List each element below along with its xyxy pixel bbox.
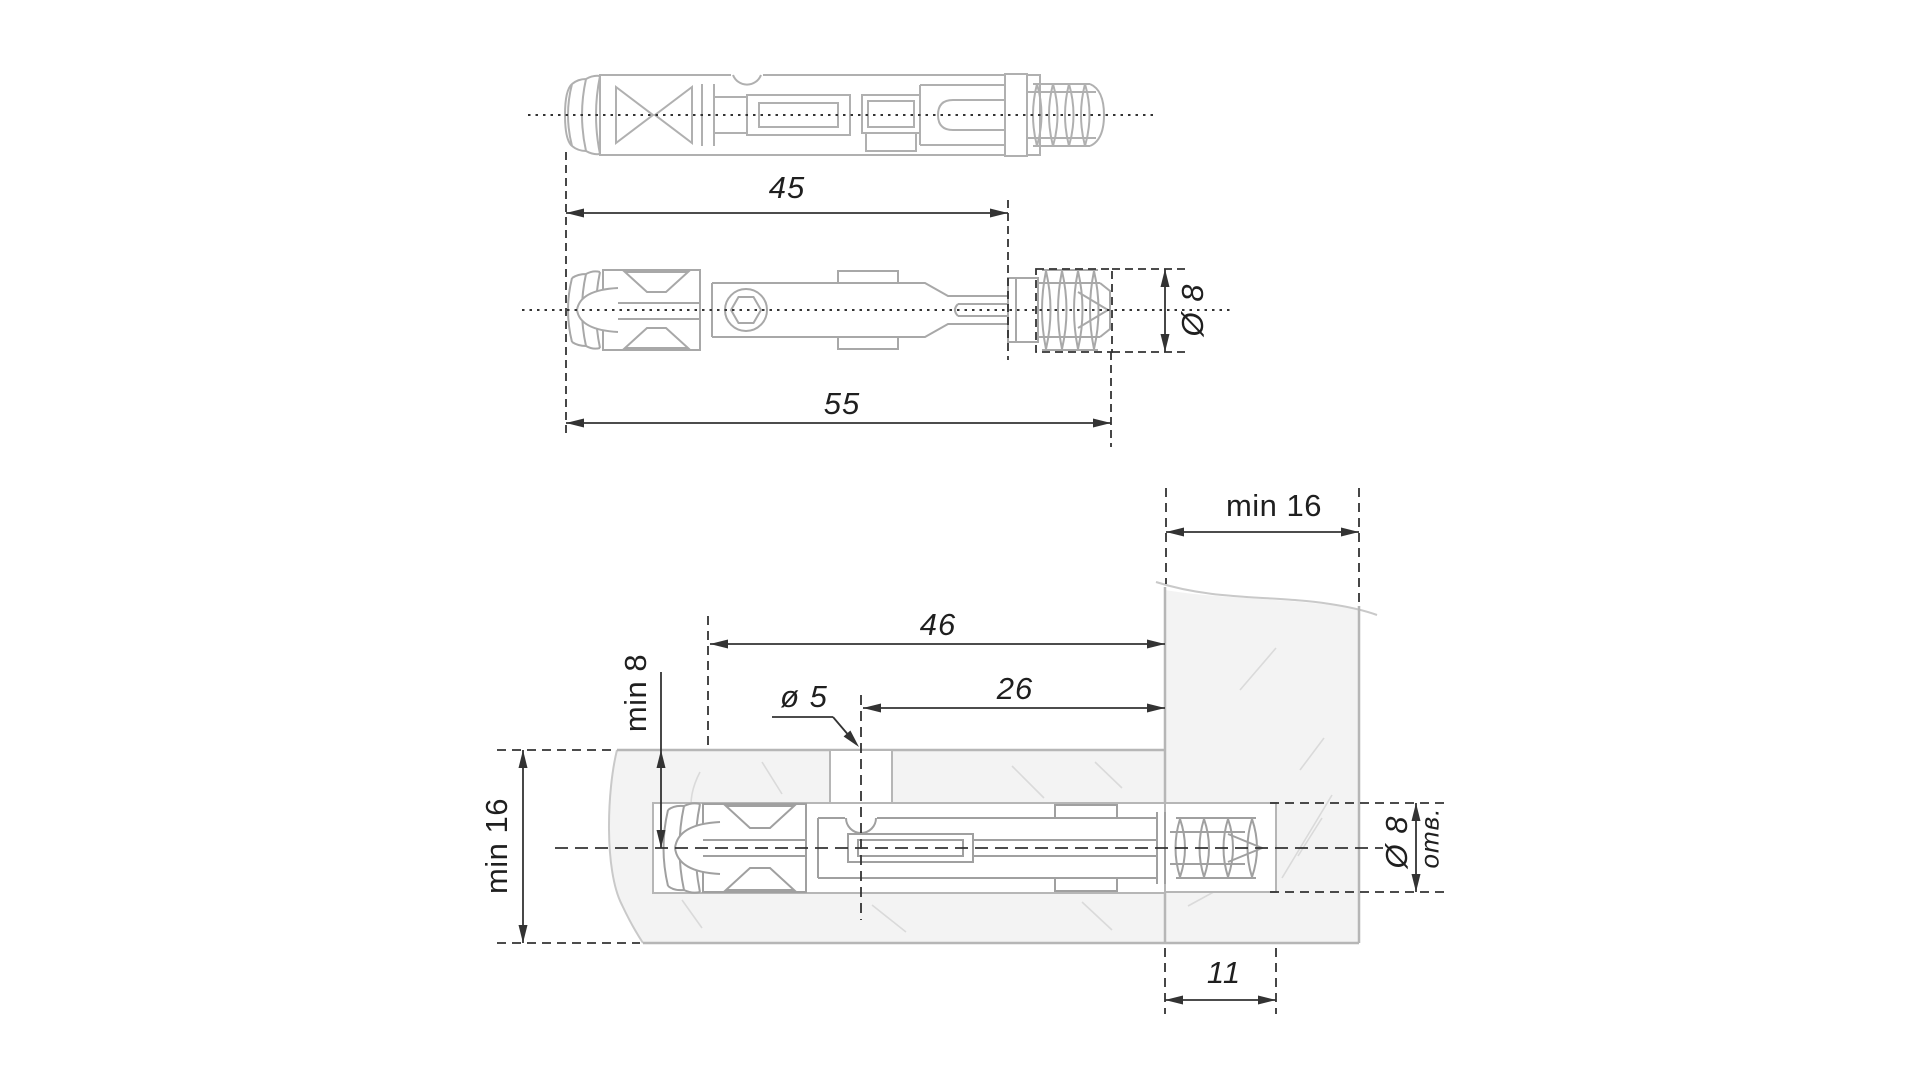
dim-11 — [1164, 948, 1277, 1014]
side-view-part — [567, 269, 1111, 351]
dim-label-min16-left: min 16 — [479, 797, 514, 895]
dim-diameter-8-hole — [1270, 802, 1446, 893]
dim-label-diameter8-hole: Ø 8 — [1379, 815, 1414, 869]
dim-label-hole-word: отв. — [1414, 807, 1445, 869]
dim-label-11: 11 — [1206, 955, 1242, 990]
dim-46 — [707, 616, 1165, 750]
dim-min16-top — [1165, 488, 1360, 606]
dim-diameter-5-leader — [772, 716, 859, 747]
dim-label-55: 55 — [823, 386, 861, 421]
dim-min16-left — [497, 749, 640, 944]
dim-label-45: 45 — [768, 170, 806, 205]
top-view-part — [563, 72, 1106, 157]
dim-55 — [566, 352, 1112, 447]
dim-label-46: 46 — [919, 607, 957, 642]
dim-label-min8: min 8 — [618, 653, 653, 733]
dim-26 — [863, 703, 1165, 713]
dim-label-26: 26 — [996, 671, 1034, 706]
dim-45 — [565, 152, 1009, 438]
dim-diameter-8-side — [1035, 268, 1186, 353]
installation-centerlines — [555, 695, 1383, 920]
dim-min8 — [656, 672, 666, 848]
dim-label-diameter5: ø 5 — [780, 679, 828, 714]
dim-label-min16-top: min 16 — [1225, 488, 1323, 523]
dim-label-diameter8-side: Ø 8 — [1175, 283, 1210, 337]
